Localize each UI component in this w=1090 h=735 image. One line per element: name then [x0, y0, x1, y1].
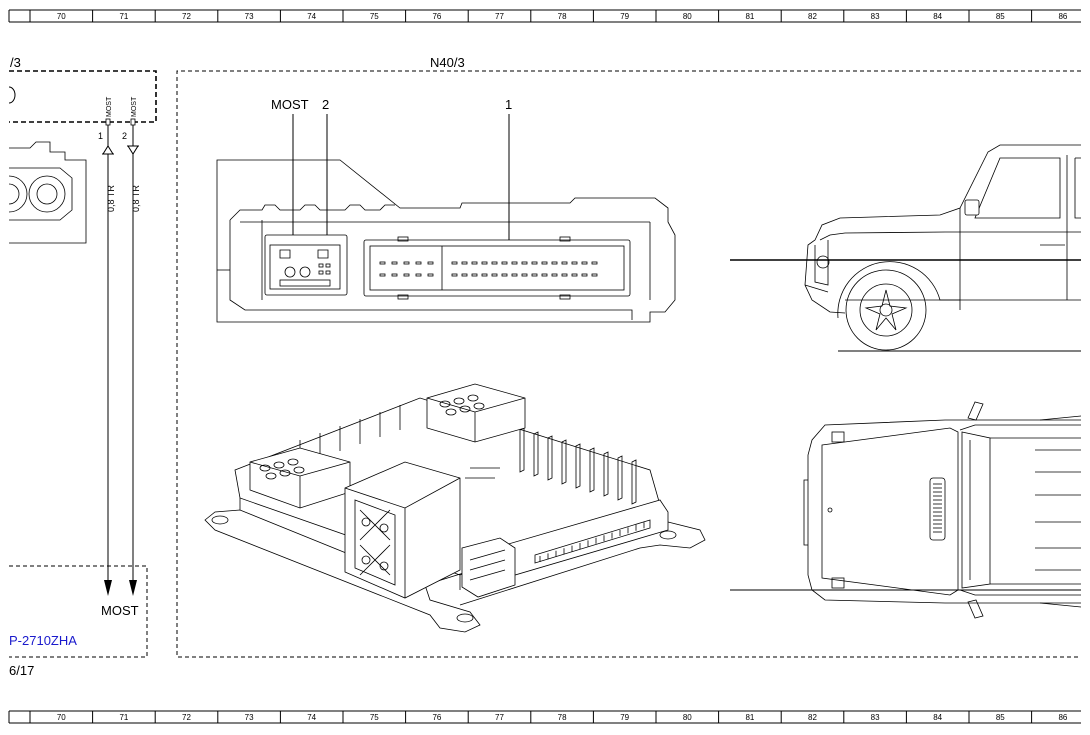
pin2-number: 2 [122, 131, 127, 141]
bottom-ruler-label: 81 [745, 713, 754, 722]
top-ruler-label: 82 [808, 12, 817, 21]
control-unit-isometric-view [204, 383, 706, 633]
top-ruler-label: 77 [495, 12, 504, 21]
callout-1: 1 [505, 97, 512, 112]
wire2-label: 0,8 TR [131, 185, 141, 212]
bottom-ruler-label: 86 [1058, 713, 1067, 722]
bottom-left-box: MOST [9, 565, 148, 658]
bottom-ruler-label: 73 [245, 713, 254, 722]
top-ruler-label: 71 [119, 12, 128, 21]
module-n40-3: N40/3 MOST 2 1 [176, 55, 1081, 658]
reference-link[interactable]: P-2710ZHA [9, 633, 77, 648]
bottom-ruler-label: 72 [182, 713, 191, 722]
pin2-signal: MOST [131, 96, 138, 117]
bottom-ruler-label: 79 [620, 713, 629, 722]
top-ruler-label: 74 [307, 12, 316, 21]
top-ruler-label: 80 [683, 12, 692, 21]
top-ruler-label: 73 [245, 12, 254, 21]
bottom-ruler-label: 84 [933, 713, 942, 722]
bottom-ruler-label: 82 [808, 713, 817, 722]
most-wires: 0,8 TR 0,8 TR [102, 125, 141, 596]
bottom-ruler-label: 77 [495, 713, 504, 722]
top-ruler-label: 78 [558, 12, 567, 21]
pin1-number: 1 [98, 131, 103, 141]
top-ruler-label: 76 [432, 12, 441, 21]
left-component: /3 MOST MOST 1 2 [8, 55, 157, 244]
bottom-most-label: MOST [101, 603, 139, 618]
top-ruler-label: 85 [996, 12, 1005, 21]
bottom-ruler-label: 76 [432, 713, 441, 722]
callout-2: 2 [322, 97, 329, 112]
bottom-ruler-label: 83 [871, 713, 880, 722]
bottom-ruler-label: 70 [57, 713, 66, 722]
wire1-label: 0,8 TR [106, 185, 116, 212]
bottom-ruler-label: 85 [996, 713, 1005, 722]
top-ruler-label: 83 [871, 12, 880, 21]
top-ruler-label: 75 [370, 12, 379, 21]
bottom-ruler-label: 74 [307, 713, 316, 722]
bottom-ruler-label: 78 [558, 713, 567, 722]
bottom-ruler-label: 71 [119, 713, 128, 722]
bottom-ruler: 70 71 72 73 74 75 76 77 78 79 80 81 82 83 84 85 86 [8, 710, 1081, 724]
top-ruler-label: 81 [745, 12, 754, 21]
module-label: N40/3 [430, 55, 465, 70]
left-component-label: /3 [10, 55, 21, 70]
control-unit-front-view [216, 159, 676, 323]
top-ruler: 70 71 72 73 74 75 76 77 78 79 80 81 82 83 84 85 86 [8, 9, 1081, 23]
bottom-ruler-label: 75 [370, 713, 379, 722]
top-ruler-label: 79 [620, 12, 629, 21]
callout-most: MOST [271, 97, 309, 112]
vehicle-top-view [730, 401, 1082, 619]
top-ruler-label: 84 [933, 12, 942, 21]
top-ruler-label: 86 [1058, 12, 1067, 21]
page-reference: 6/17 [9, 663, 34, 678]
top-ruler-label: 72 [182, 12, 191, 21]
top-ruler-label: 70 [57, 12, 66, 21]
pin1-signal: MOST [106, 96, 113, 117]
bottom-ruler-label: 80 [683, 713, 692, 722]
vehicle-side-view [730, 144, 1081, 352]
